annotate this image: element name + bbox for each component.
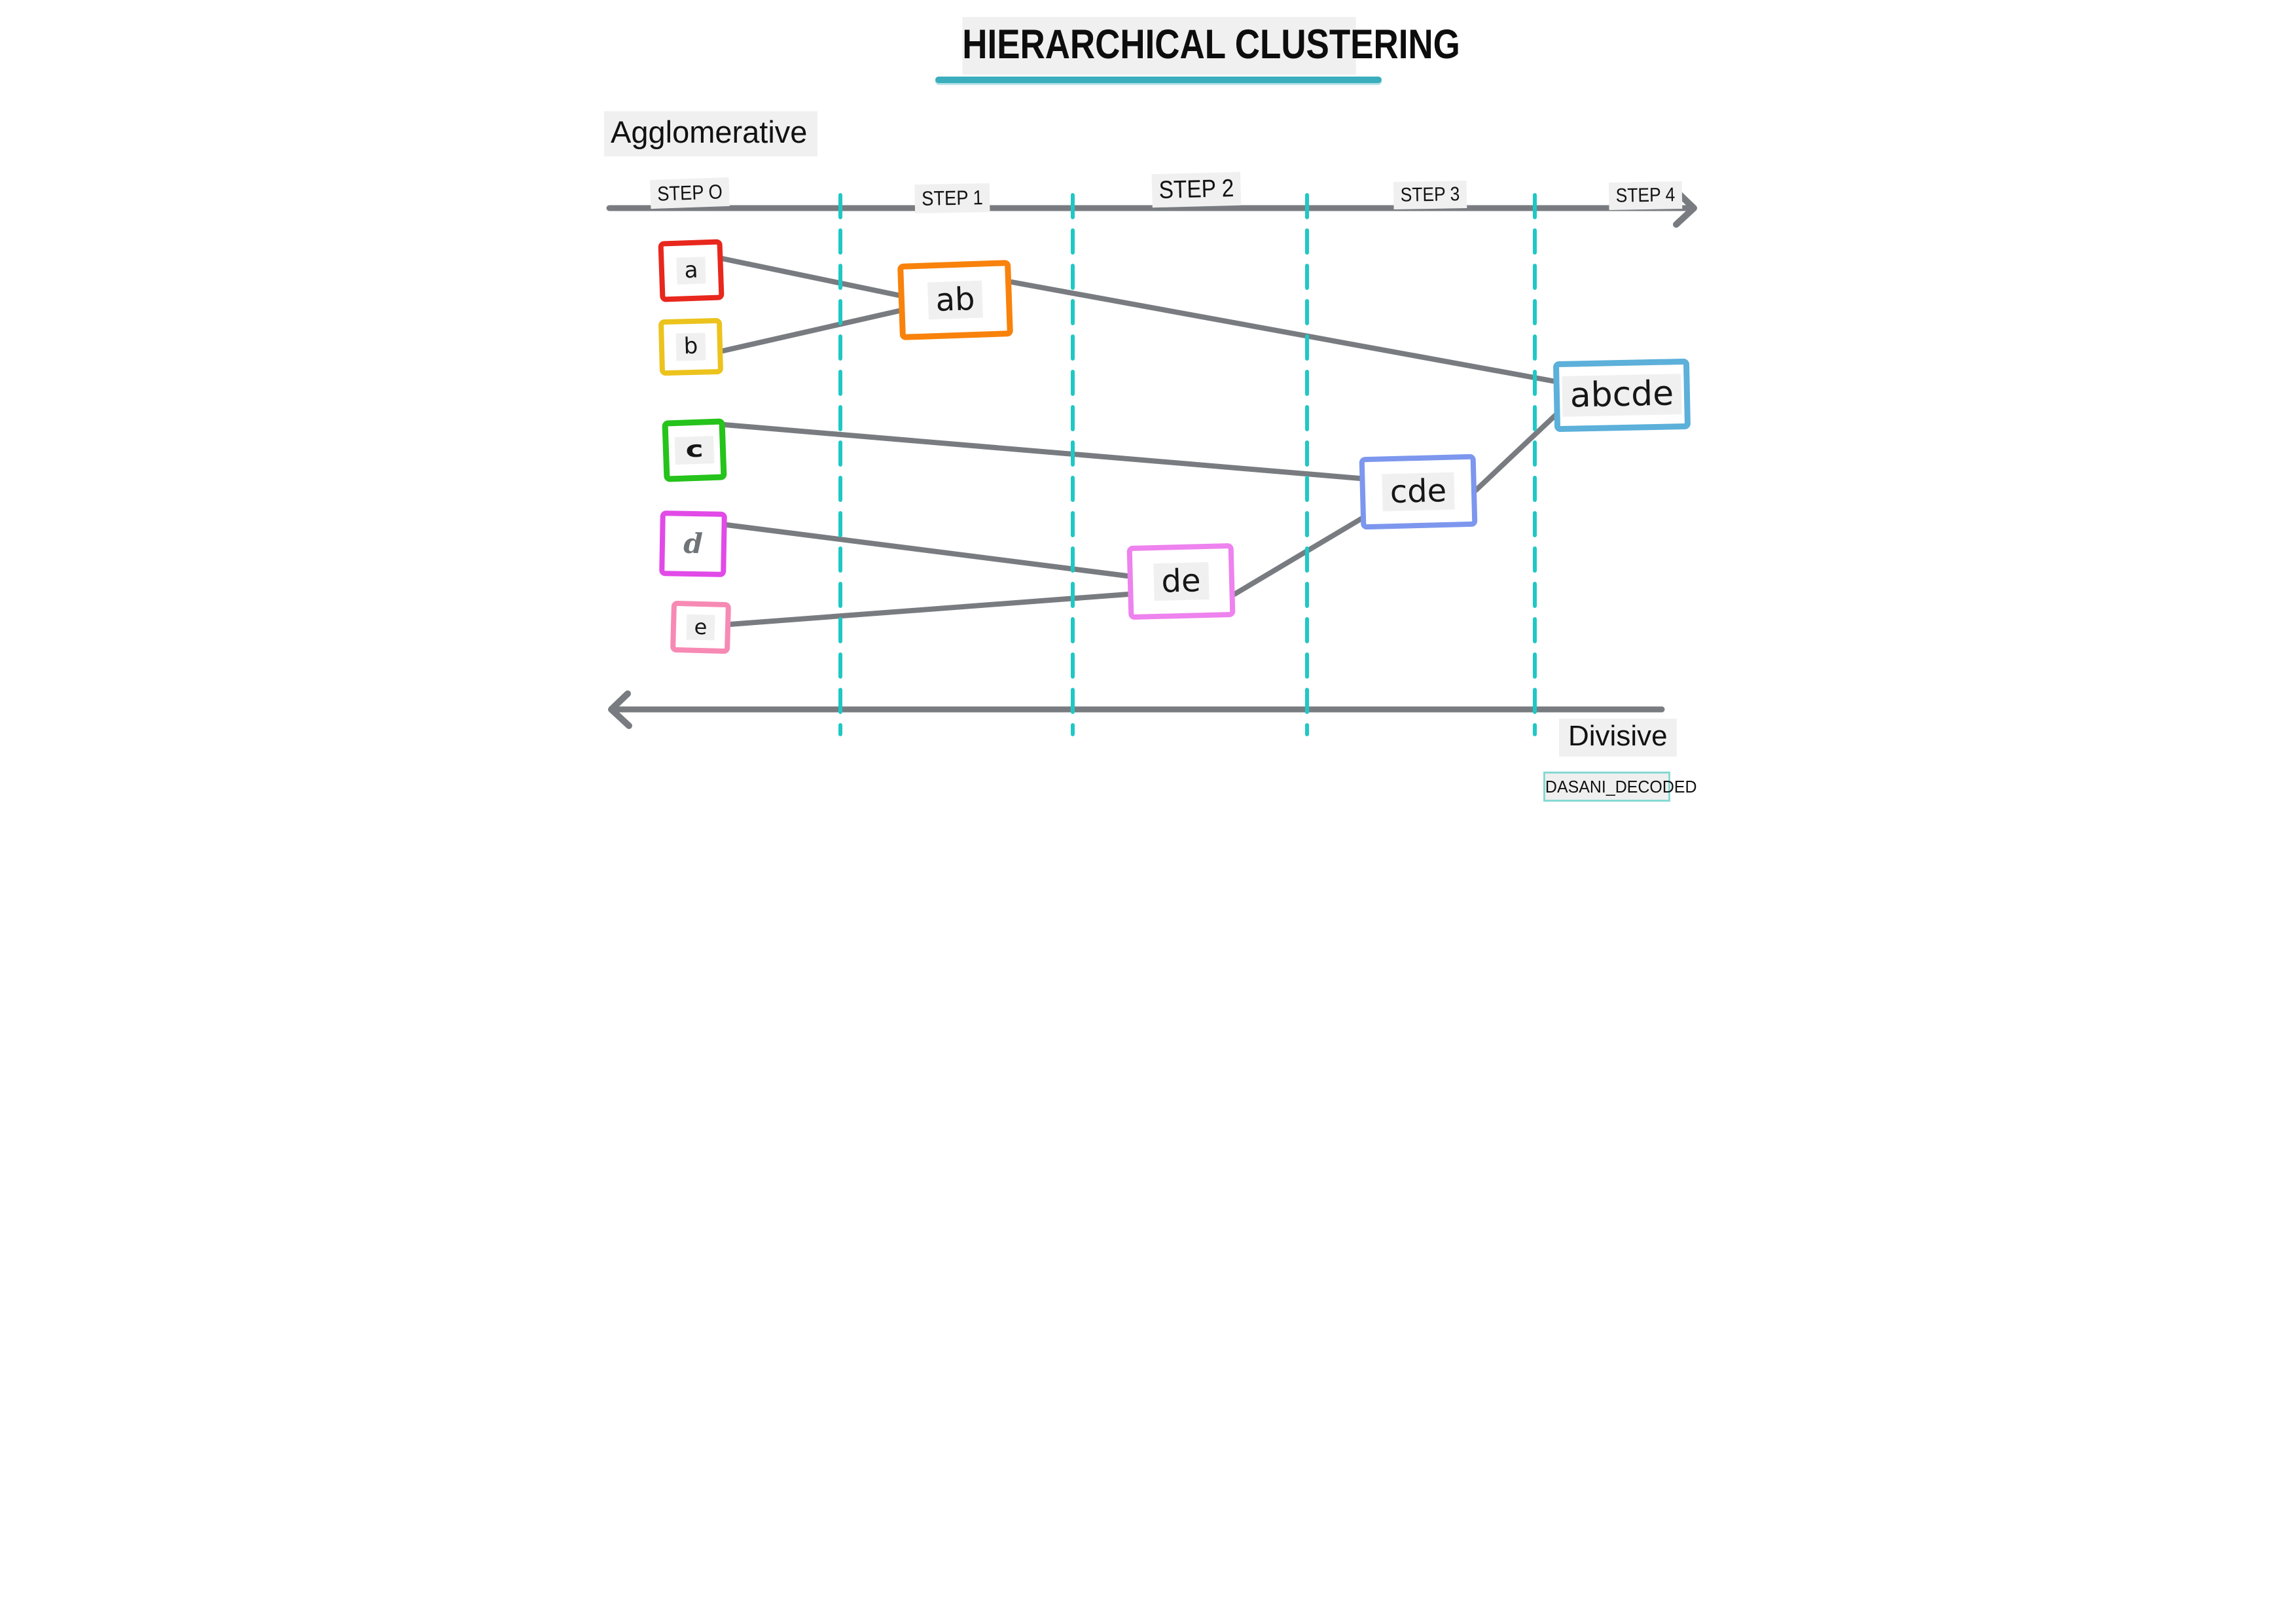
left-arrowhead-icon: [608, 690, 632, 729]
watermark-badge: DASANI_DECODED: [1543, 772, 1697, 802]
edge-e-de: [727, 592, 1131, 627]
cluster-node-label-abcde: abcde: [1562, 374, 1682, 417]
diagram-lines-layer: [606, 189, 1697, 736]
edge-a-ab: [719, 256, 904, 298]
page-title: HIERARCHICAL CLUSTERING: [962, 17, 1460, 75]
cluster-node-ab: ab: [897, 260, 1013, 340]
timeline-step-label-4: STEP 4: [1608, 181, 1683, 210]
timeline-step-label-2: STEP 2: [1151, 171, 1242, 208]
cluster-node-a: a: [658, 239, 725, 302]
timeline-step-label-0: STEP O: [649, 177, 730, 209]
title-underline: [935, 77, 1382, 83]
cluster-node-label-a: a: [675, 257, 707, 285]
edge-cde-abcde: [1473, 412, 1558, 493]
cluster-node-c: c: [662, 418, 727, 482]
cluster-node-label-e: e: [686, 614, 715, 641]
timeline-step-label-1: STEP 1: [914, 183, 990, 213]
cluster-node-label-b: b: [675, 332, 706, 361]
agglomerative-label: Agglomerative: [604, 111, 818, 156]
cluster-node-cde: cde: [1359, 454, 1478, 530]
edge-d-de: [724, 522, 1130, 579]
cluster-node-label-ab: ab: [927, 280, 984, 320]
divisive-label: Divisive: [1559, 719, 1677, 757]
cluster-node-d: d: [659, 510, 727, 577]
cluster-node-de: de: [1126, 543, 1236, 620]
edge-ab-abcde: [1009, 279, 1558, 384]
cluster-node-label-de: de: [1153, 562, 1210, 601]
cluster-node-abcde: abcde: [1552, 358, 1691, 433]
cluster-node-e: e: [670, 600, 732, 654]
cluster-node-b: b: [658, 317, 724, 376]
edge-c-cde: [722, 422, 1363, 481]
right-arrowhead-icon: [1673, 189, 1697, 228]
cluster-node-label-c: c: [674, 436, 715, 465]
hierarchical-clustering-canvas: HIERARCHICAL CLUSTERING Agglomerative Di…: [574, 0, 1722, 812]
edge-b-ab: [721, 308, 905, 353]
edge-de-cde: [1232, 512, 1371, 597]
cluster-node-label-cde: cde: [1382, 472, 1455, 512]
timeline-step-label-3: STEP 3: [1393, 181, 1467, 209]
cluster-node-label-d: d: [683, 527, 704, 560]
